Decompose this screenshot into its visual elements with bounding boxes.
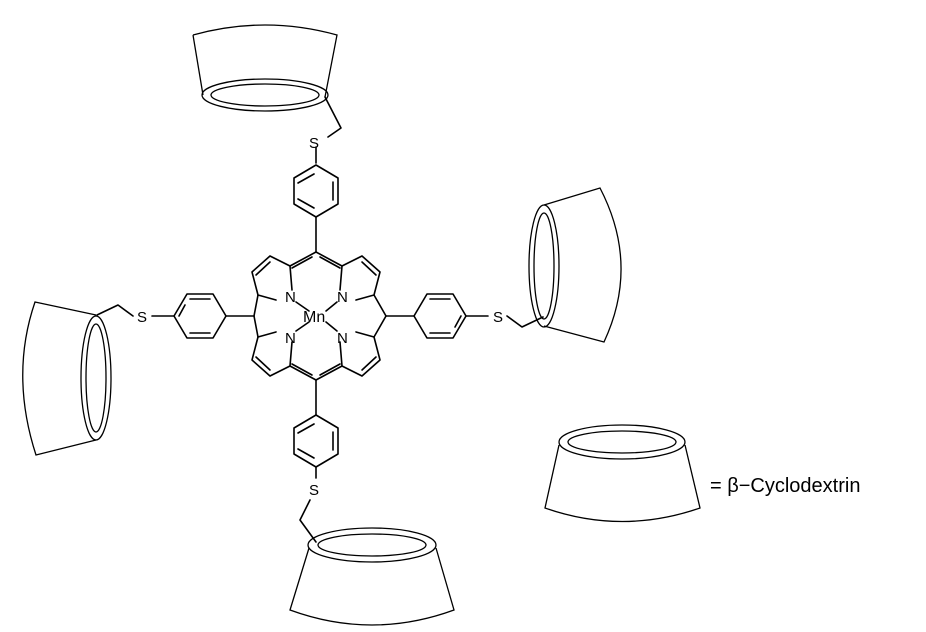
- cyclodextrin-left: [22, 301, 112, 456]
- nitrogen-label-ur: N: [337, 289, 348, 306]
- phenyl-top: [293, 164, 339, 253]
- legend-label: = β−Cyclodextrin: [710, 475, 860, 497]
- phenyl-right: [385, 293, 489, 339]
- cyclodextrin-top: [192, 24, 338, 112]
- phenyl-left: [151, 293, 255, 339]
- legend-cyclodextrin: [544, 424, 701, 523]
- manganese-label: Mn: [303, 309, 325, 326]
- linker-bottom: [299, 499, 317, 543]
- sulfur-label-bottom: S: [309, 482, 319, 499]
- linker-top: [315, 96, 342, 164]
- nitrogen-label-ll: N: [285, 330, 296, 347]
- linker-right: [506, 315, 544, 328]
- linker-left: [96, 304, 134, 317]
- nitrogen-label-ul: N: [285, 289, 296, 306]
- cyclodextrin-bottom: [289, 527, 455, 626]
- cyclodextrin-right: [528, 187, 622, 343]
- porphyrin-core: [251, 251, 387, 381]
- nitrogen-label-lr: N: [337, 330, 348, 347]
- sulfur-label-top: S: [309, 135, 319, 152]
- sulfur-label-right: S: [493, 309, 503, 326]
- phenyl-bottom: [293, 379, 339, 479]
- sulfur-label-left: S: [137, 309, 147, 326]
